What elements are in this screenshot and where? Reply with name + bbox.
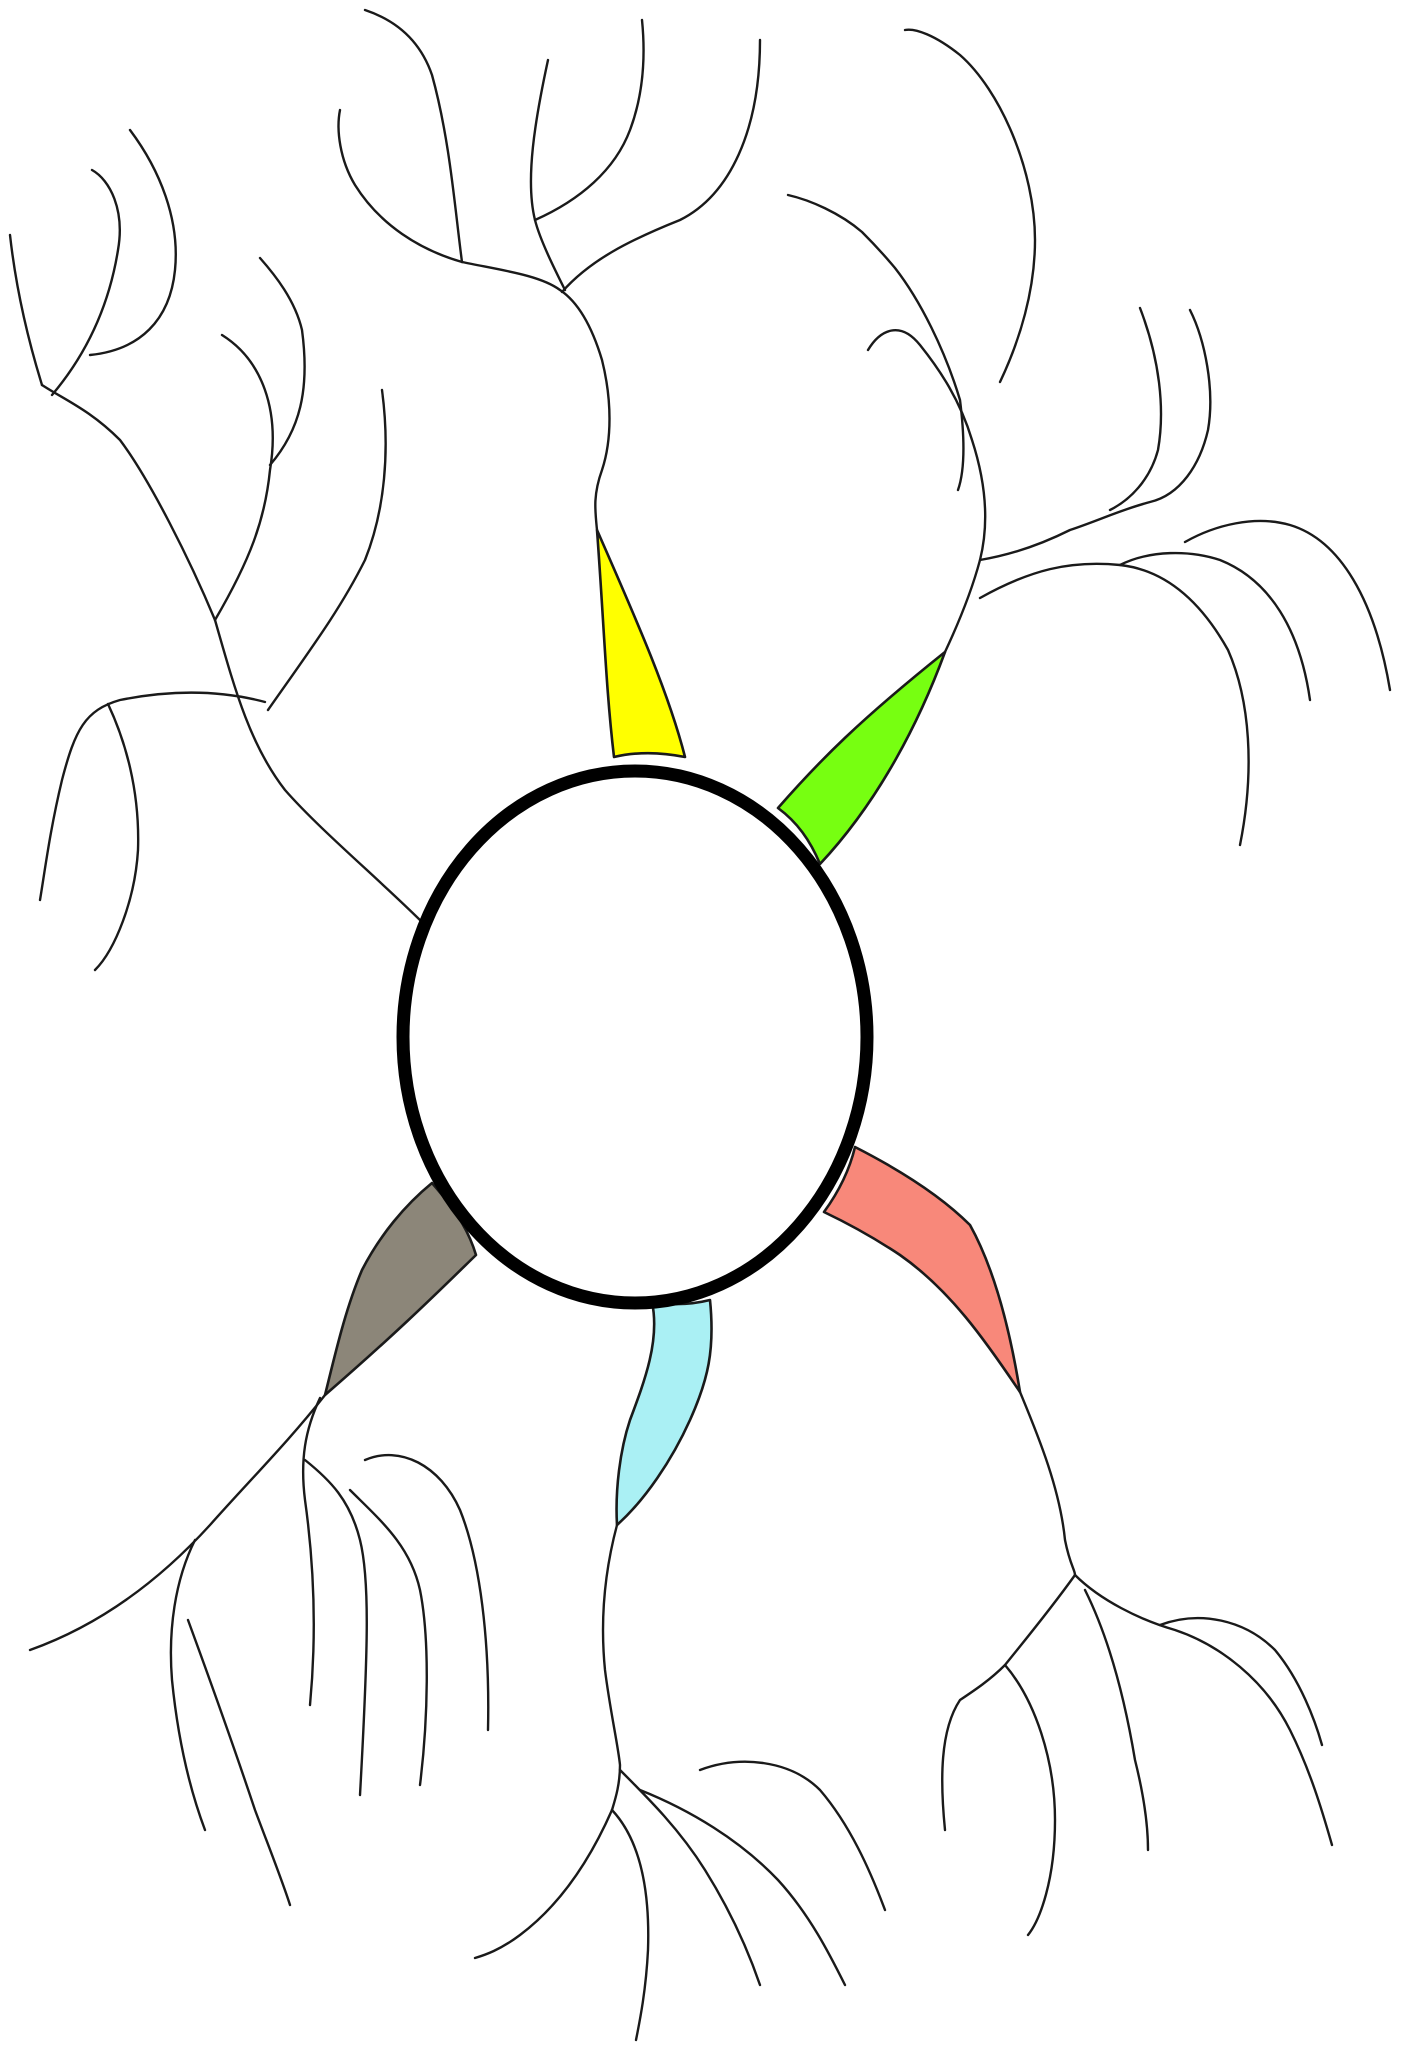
central-node[interactable] [403, 771, 867, 1303]
